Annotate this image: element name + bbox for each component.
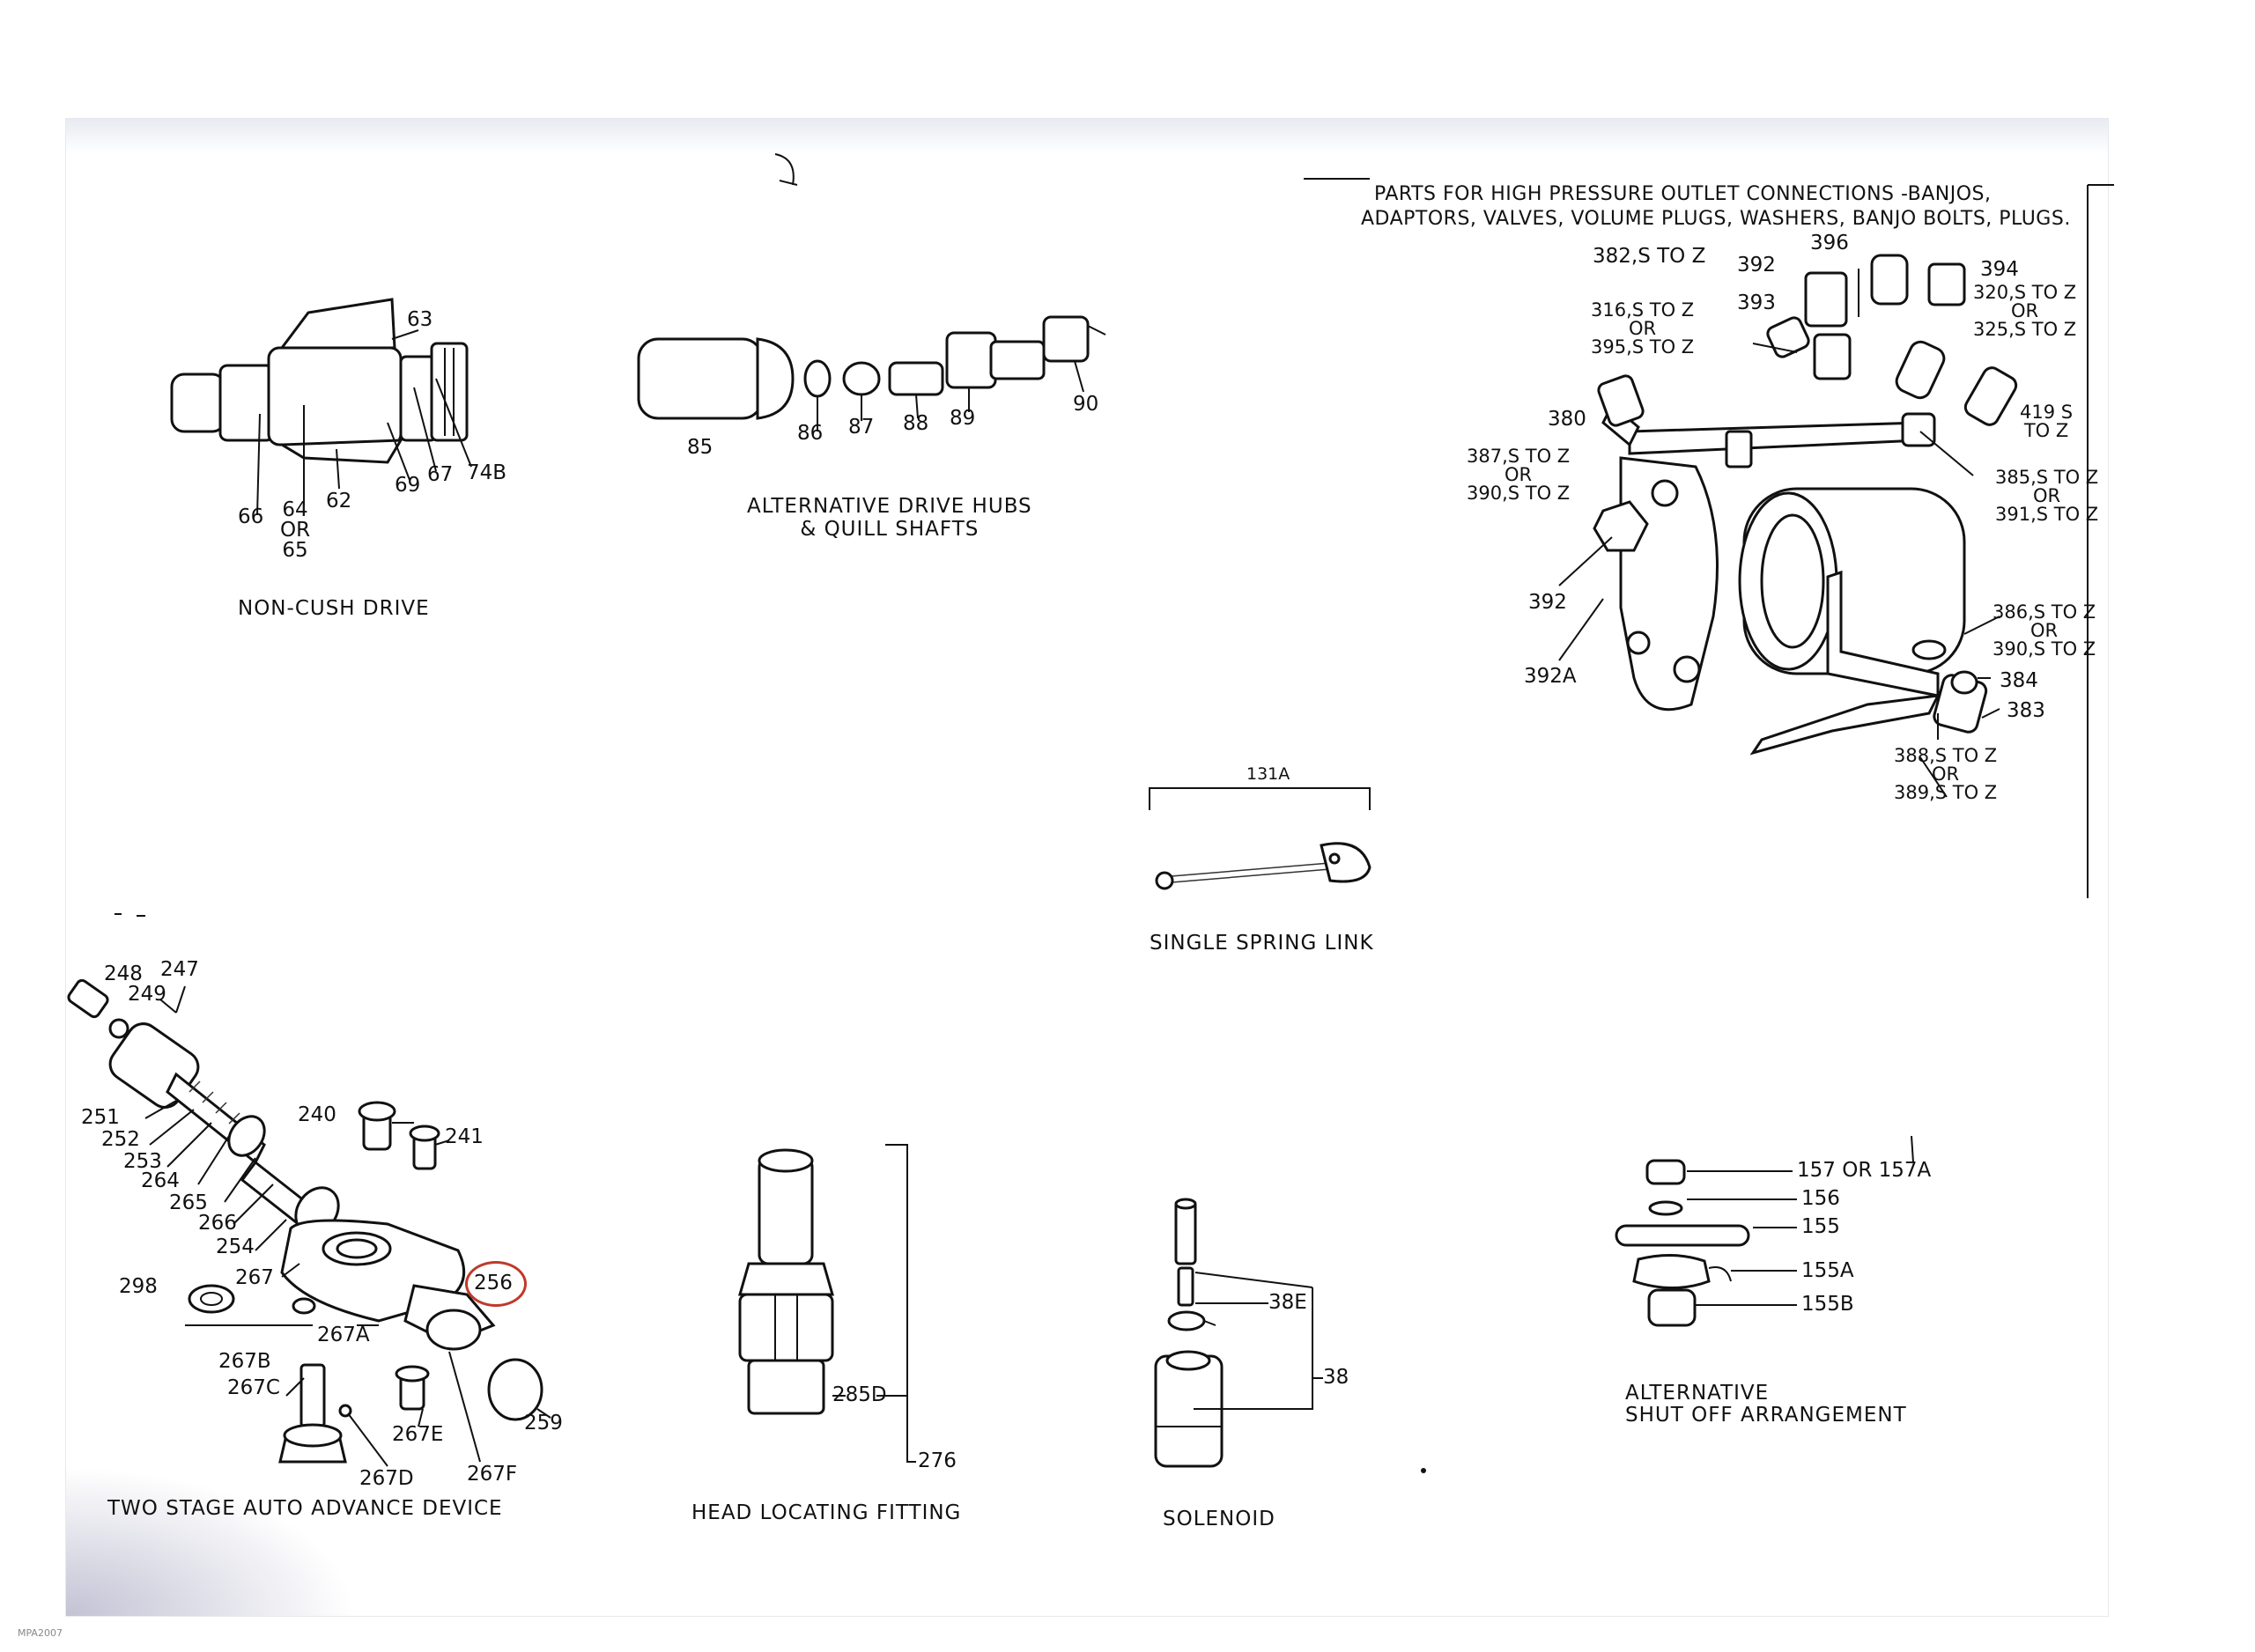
part-155: 155 [1801, 1215, 1840, 1238]
part-157-or-157a: 157 OR 157A [1797, 1159, 1932, 1182]
part-267b: 267B [218, 1350, 271, 1373]
caption-head-locating: HEAD LOCATING FITTING [691, 1501, 962, 1524]
part-63: 63 [407, 308, 433, 331]
part-90: 90 [1073, 393, 1099, 416]
part-385-or-391: 385,S TO Z OR 391,S TO Z [1995, 467, 2099, 525]
part-38: 38 [1323, 1366, 1349, 1389]
caption-solenoid: SOLENOID [1163, 1508, 1275, 1530]
part-419: 419 S TO Z [2020, 402, 2074, 441]
part-241: 241 [445, 1125, 484, 1148]
part-88: 88 [903, 412, 929, 435]
hp-outlet-drawing [1304, 178, 2114, 898]
part-85: 85 [687, 436, 713, 459]
part-254: 254 [216, 1235, 255, 1258]
part-259: 259 [524, 1412, 563, 1434]
part-387-or-390: 387,S TO Z OR 390,S TO Z [1467, 446, 1571, 504]
part-253: 253 [123, 1150, 162, 1173]
part-267d: 267D [359, 1467, 414, 1490]
caption-shut-off: ALTERNATIVE SHUT OFF ARRANGEMENT [1625, 1382, 1907, 1427]
part-392: 392 [1528, 591, 1567, 614]
part-264: 264 [141, 1169, 180, 1192]
footer-tag: MPA2007 [18, 1627, 63, 1639]
part-392-top: 392 [1737, 254, 1776, 277]
part-384: 384 [2000, 669, 2038, 692]
head-locating-drawing [738, 1144, 916, 1463]
part-320-or-325: 320,S TO Z OR 325,S TO Z [1973, 282, 2077, 340]
part-247: 247 [160, 958, 199, 981]
part-252: 252 [101, 1128, 140, 1151]
caption-drive-hubs: ALTERNATIVE DRIVE HUBS & QUILL SHAFTS [747, 495, 1032, 542]
part-394: 394 [1980, 258, 2019, 281]
caption-non-cush-drive: NON-CUSH DRIVE [238, 597, 430, 620]
part-267f: 267F [467, 1463, 518, 1486]
part-285d: 285D [832, 1383, 887, 1406]
non-cush-drive-drawing [170, 298, 472, 516]
drive-hubs-drawing [637, 315, 1106, 431]
part-87: 87 [848, 416, 875, 439]
part-266: 266 [198, 1212, 237, 1235]
part-67: 67 [427, 463, 454, 486]
part-267e: 267E [392, 1423, 444, 1446]
highlight-circle-256 [465, 1261, 527, 1307]
part-267: 267 [235, 1266, 274, 1289]
part-86: 86 [797, 422, 824, 445]
part-276: 276 [918, 1449, 957, 1472]
part-66: 66 [238, 505, 264, 528]
part-62: 62 [326, 490, 352, 513]
part-267a: 267A [317, 1324, 370, 1346]
part-393: 393 [1737, 291, 1776, 314]
part-396: 396 [1810, 232, 1849, 254]
part-388-or-389: 388,S TO Z OR 389,S TO Z [1894, 745, 1998, 803]
part-64-or-65: 64 OR 65 [280, 498, 311, 562]
part-156: 156 [1801, 1187, 1840, 1210]
part-267c: 267C [227, 1376, 280, 1399]
part-155a: 155A [1801, 1259, 1854, 1282]
part-380: 380 [1548, 408, 1586, 431]
part-38e: 38E [1268, 1291, 1307, 1314]
part-240: 240 [298, 1103, 336, 1126]
part-249: 249 [128, 983, 166, 1006]
spring-link-drawing [1149, 787, 1371, 890]
part-392a: 392A [1524, 665, 1577, 688]
part-298: 298 [119, 1275, 158, 1298]
part-155b: 155B [1801, 1293, 1854, 1316]
solenoid-drawing [1154, 1198, 1323, 1468]
part-251: 251 [81, 1106, 120, 1129]
part-248: 248 [104, 962, 143, 985]
caption-spring-link: SINGLE SPRING LINK [1150, 932, 1374, 955]
part-383: 383 [2007, 699, 2045, 722]
caption-auto-advance: TWO STAGE AUTO ADVANCE DEVICE [107, 1497, 503, 1520]
shut-off-drawing [1615, 1135, 1914, 1327]
part-69: 69 [395, 474, 421, 497]
caption-hp-outlet-line1: PARTS FOR HIGH PRESSURE OUTLET CONNECTIO… [1374, 183, 1992, 205]
part-131a: 131A [1246, 764, 1290, 784]
part-386-or-390: 386,S TO Z OR 390,S TO Z [1993, 601, 2096, 660]
auto-advance-drawing [67, 978, 551, 1467]
part-316-or-395: 316,S TO Z OR 395,S TO Z [1591, 299, 1695, 358]
part-74b: 74B [467, 461, 507, 484]
part-382: 382,S TO Z [1593, 245, 1706, 268]
caption-hp-outlet-line2: ADAPTORS, VALVES, VOLUME PLUGS, WASHERS,… [1361, 208, 2071, 230]
part-89: 89 [950, 407, 976, 430]
part-265: 265 [169, 1191, 208, 1214]
